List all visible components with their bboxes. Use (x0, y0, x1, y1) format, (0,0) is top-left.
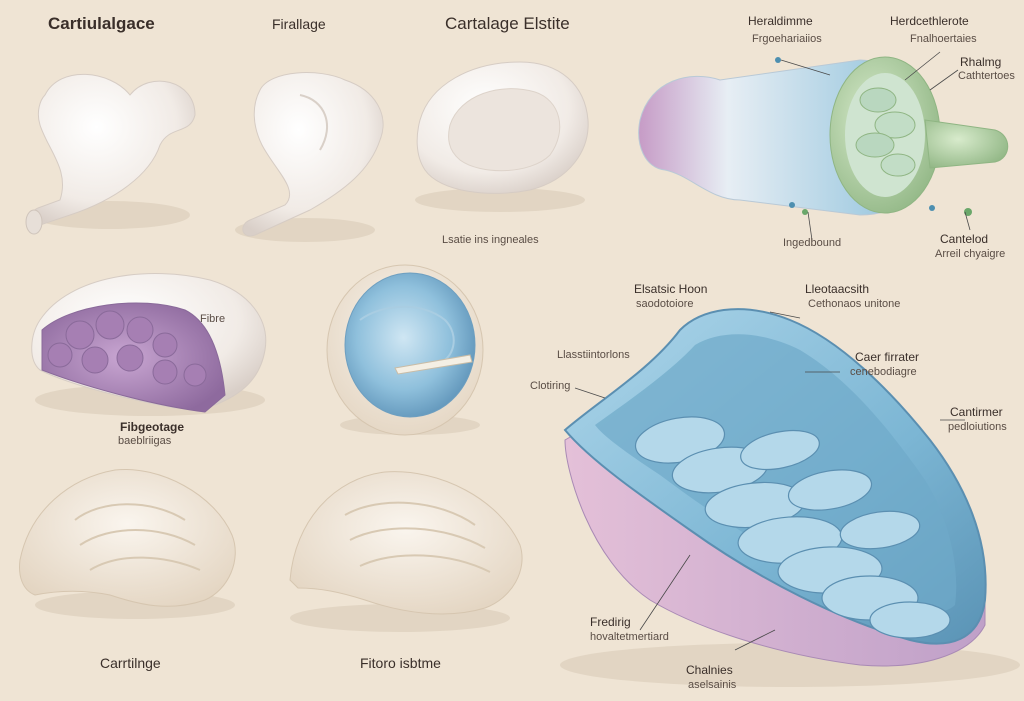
label-inged: Ingedbound (783, 237, 842, 249)
label-rhal: Rhalmg (960, 55, 1002, 69)
caption-center: Lsatie ins ingneales (442, 234, 539, 246)
cartilage-shape-1 (25, 73, 196, 235)
label-elastic-hoon-sub: saodotoiore (636, 298, 694, 310)
label-heal: Heraldimme (748, 14, 813, 28)
label-cart: Cantelod (940, 232, 989, 246)
label-lisst: Llasstiintorlons (557, 349, 630, 361)
title-cartilage-3: Cartalage Elstite (445, 14, 570, 33)
label-fibrecage: Fibgeotage (120, 420, 185, 434)
label-fred-sub: hovaltetmertiard (590, 631, 669, 643)
label-clot: Clotiring (530, 380, 571, 392)
label-cart-sub: Arreil chyaigre (935, 248, 1006, 260)
caption-bottom-left: Carrtilnge (100, 655, 161, 671)
label-head-sub: Fnalhoertaies (910, 33, 977, 45)
large-cartilage-section (560, 308, 1020, 687)
label-chal-sub: aselsainis (688, 679, 737, 691)
label-cant: Cantirmer (950, 405, 1003, 419)
caption-bottom-mid: Fitoro isbtme (360, 655, 441, 671)
cartilage-shape-bottom-mid (289, 471, 523, 632)
label-elastic-hoon: Elsatsic Hoon (634, 282, 708, 296)
label-fibre: Fibre (200, 313, 226, 325)
label-chal: Chalnies (686, 663, 733, 677)
annotation-markers-top (775, 51, 972, 241)
cartilage-shape-3 (415, 61, 589, 212)
title-cartilage-1: Cartiulalgace (48, 14, 155, 33)
label-head: Herdcethlerote (890, 14, 969, 28)
label-rhal-sub: Cathtertoes (958, 70, 1015, 82)
label-caer-sub: cenebodiagre (850, 366, 917, 378)
leader-lines (574, 311, 965, 651)
label-cant-sub: pedloiutions (948, 421, 1007, 433)
fibrocartilage-slab (31, 273, 267, 416)
tube-structure (638, 56, 1009, 216)
label-caer: Caer firrater (855, 350, 920, 364)
cartilage-shape-2 (235, 72, 384, 242)
elastic-cross-section (326, 264, 484, 436)
label-fred: Fredirig (590, 615, 631, 629)
label-heal-sub: Frgoehariaiios (752, 33, 822, 45)
title-cartilage-2: Firallage (272, 16, 326, 32)
label-leo-sub: Cethonaos unitone (808, 298, 901, 310)
cartilage-shape-bottom-left (19, 468, 236, 619)
label-leo: Lleotaacsith (805, 282, 870, 296)
label-fibrecage-sub: baeblriigas (118, 435, 172, 447)
